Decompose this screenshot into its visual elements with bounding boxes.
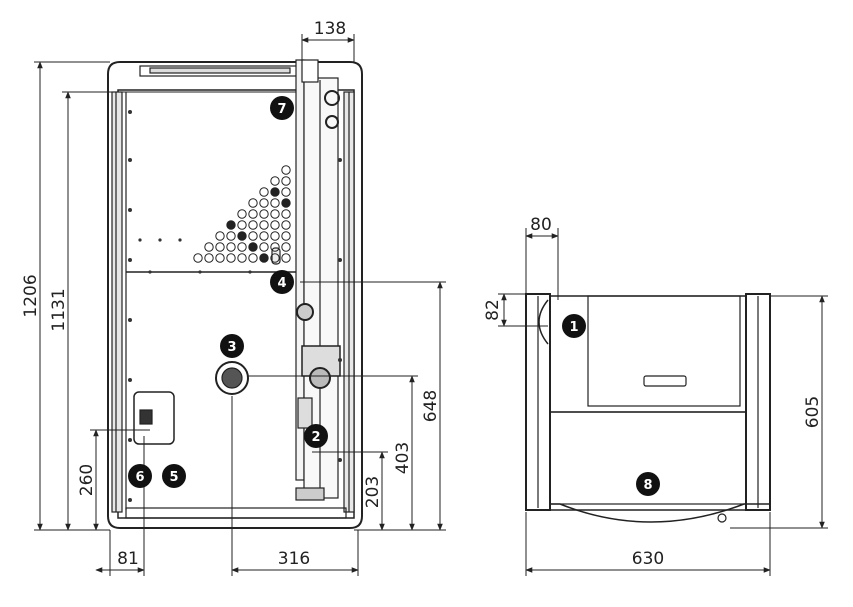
perforation-hole (215, 242, 225, 252)
perforation-hole (281, 198, 291, 208)
perforation-hole (248, 253, 258, 263)
perforation-hole (215, 231, 225, 241)
badge-4-label: 4 (277, 276, 286, 291)
badge-8-label: 8 (643, 478, 652, 493)
perforation-hole (259, 198, 269, 208)
perforation-hole (248, 209, 258, 219)
perforation-grid (193, 165, 291, 263)
perforation-hole (281, 165, 291, 175)
perforation-hole (259, 209, 269, 219)
badge-7: 7 (270, 96, 294, 120)
perforation-hole (226, 242, 236, 252)
perforation-hole (270, 231, 280, 241)
dim-403: 403 (393, 442, 413, 474)
badge-8: 8 (636, 472, 660, 496)
perforation-hole (281, 187, 291, 197)
perforation-hole (270, 176, 280, 186)
perforation-hole (248, 220, 258, 230)
perforation-hole (259, 187, 269, 197)
perforation-hole (270, 253, 280, 263)
perforation-hole (237, 209, 247, 219)
badge-5: 5 (162, 464, 186, 488)
perforation-hole (259, 231, 269, 241)
perforation-hole (281, 176, 291, 186)
perforation-hole (270, 209, 280, 219)
perforation-hole (259, 242, 269, 252)
perforation-hole (281, 220, 291, 230)
perforation-hole (281, 231, 291, 241)
dim-80: 80 (530, 215, 552, 235)
dim-260: 260 (77, 464, 97, 496)
perforation-hole (259, 253, 269, 263)
dim-203: 203 (363, 476, 383, 508)
electric-box (133, 391, 175, 445)
side-handle (643, 375, 687, 387)
perforation-hole (281, 209, 291, 219)
side-dimension-lines (498, 228, 828, 576)
dim-138: 138 (314, 19, 346, 39)
badge-1: 1 (562, 314, 586, 338)
bottom-rail (125, 507, 347, 519)
dim-81: 81 (117, 549, 139, 569)
perforation-hole (226, 220, 236, 230)
side-upper-panel (587, 295, 741, 407)
perforation-hole (281, 253, 291, 263)
badge-6: 6 (128, 464, 152, 488)
dim-648: 648 (421, 390, 441, 422)
perforation-hole (270, 220, 280, 230)
perforation-hole (237, 231, 247, 241)
perforation-hole (259, 220, 269, 230)
badge-3: 3 (220, 334, 244, 358)
badge-5-label: 5 (169, 470, 178, 485)
perforation-hole (270, 187, 280, 197)
perforation-hole (237, 253, 247, 263)
dim-1206: 1206 (21, 274, 41, 317)
side-view (525, 293, 771, 523)
front-housing-outline (107, 61, 363, 529)
badge-2-label: 2 (311, 430, 320, 445)
badge-4: 4 (270, 270, 294, 294)
dim-630: 630 (632, 549, 664, 569)
front-dimension-lines (34, 34, 446, 576)
front-view (107, 59, 363, 529)
perforation-hole (270, 198, 280, 208)
side-upper-body (549, 295, 747, 413)
perforation-hole (226, 253, 236, 263)
perforation-hole (248, 242, 258, 252)
dim-605: 605 (803, 396, 823, 428)
dim-82: 82 (483, 299, 503, 321)
perforation-hole (248, 231, 258, 241)
perforation-hole (204, 242, 214, 252)
badge-7-label: 7 (277, 102, 286, 117)
badge-6-label: 6 (135, 470, 144, 485)
left-profile (111, 91, 123, 513)
perforation-hole (204, 253, 214, 263)
bottom-fitting (295, 487, 325, 501)
perforation-hole (270, 242, 280, 252)
perforation-hole (237, 220, 247, 230)
side-lower-body (549, 411, 747, 505)
valve-1 (296, 303, 314, 321)
perforation-hole (215, 253, 225, 263)
badge-1-label: 1 (569, 320, 578, 335)
badge-3-label: 3 (227, 340, 236, 355)
perforation-hole (281, 242, 291, 252)
badge-2: 2 (304, 424, 328, 448)
side-curved-base (550, 503, 770, 523)
dim-316: 316 (278, 549, 310, 569)
perforation-hole (226, 231, 236, 241)
perforation-hole (193, 253, 203, 263)
dim-1131: 1131 (49, 288, 69, 331)
perforation-hole (248, 198, 258, 208)
perforation-hole (237, 242, 247, 252)
connection-3-port (215, 361, 249, 395)
